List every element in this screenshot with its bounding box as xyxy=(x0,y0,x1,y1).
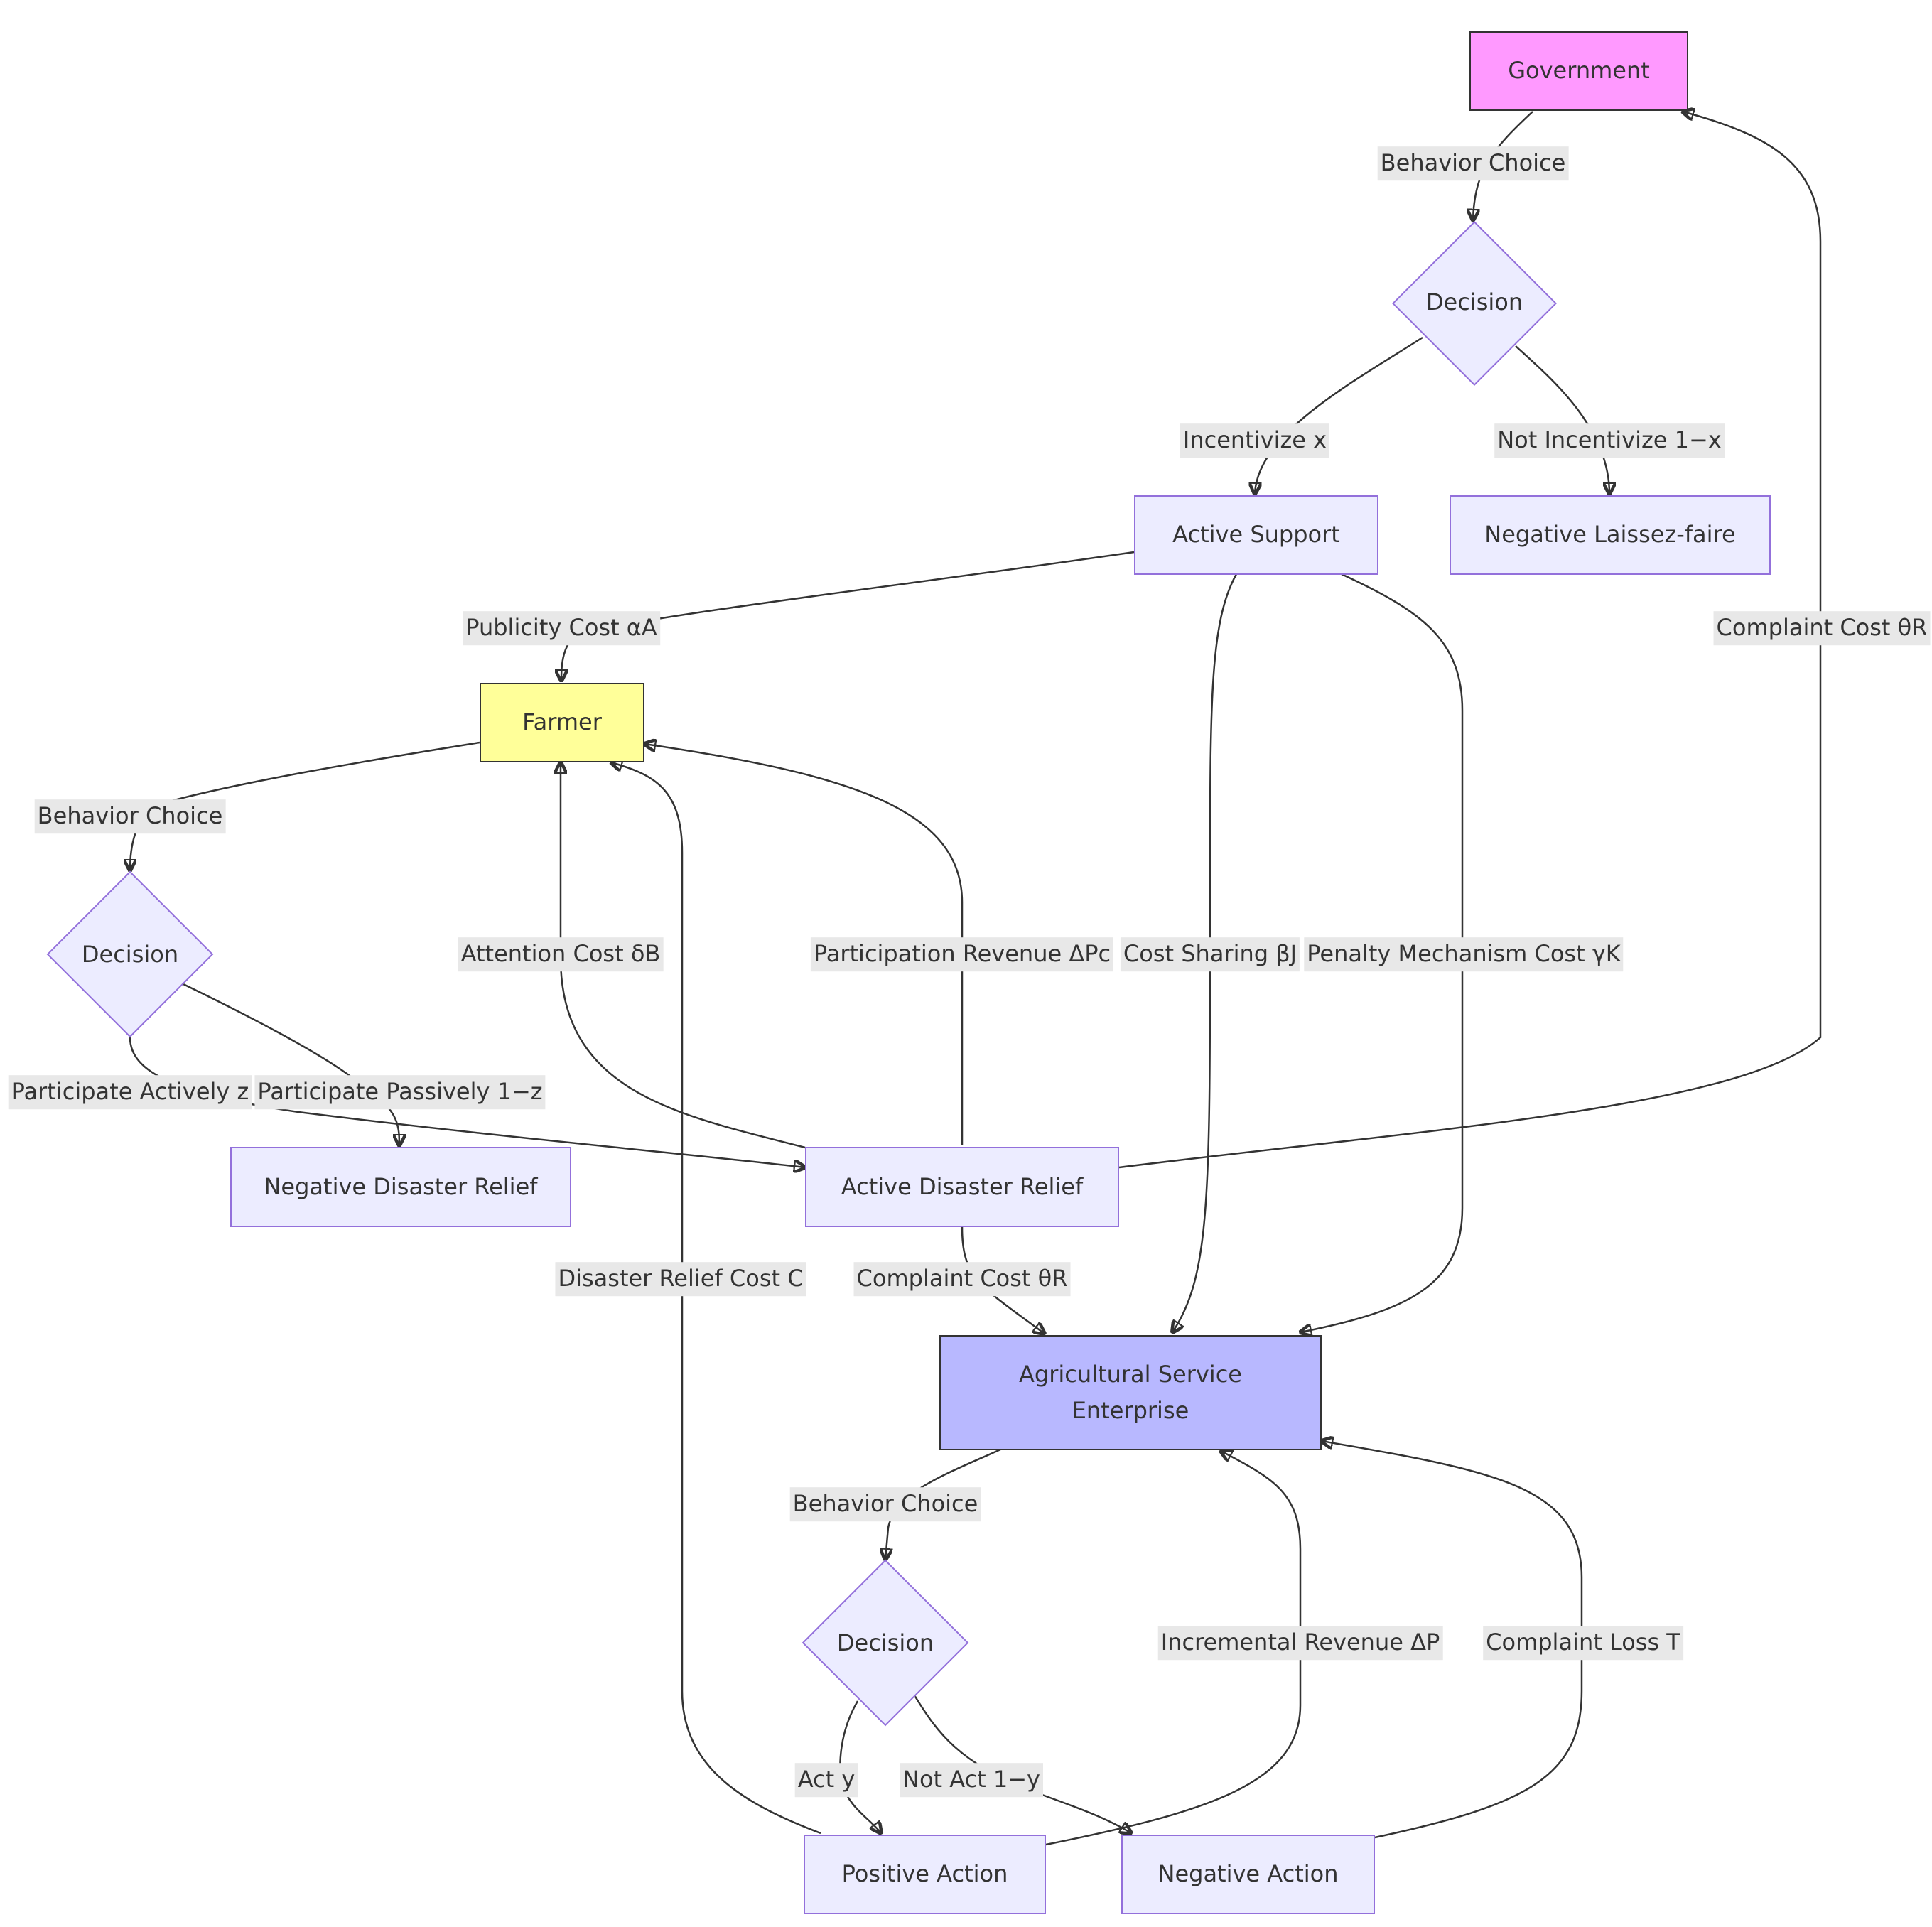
edge-participate-actively xyxy=(129,1037,805,1167)
edge-label-complaint-loss: Complaint Loss T xyxy=(1483,1626,1683,1660)
edge-complaint-loss xyxy=(1322,1441,1583,1839)
active-disaster-relief-node: Active Disaster Relief xyxy=(805,1147,1119,1227)
negative-laissez-faire-node: Negative Laissez-faire xyxy=(1450,495,1771,575)
government-node: Government xyxy=(1469,31,1688,111)
edge-label-enterprise-behavior-choice: Behavior Choice xyxy=(789,1487,981,1521)
enterprise-label-line1: Agricultural Service xyxy=(1019,1360,1242,1388)
negative-laissez-faire-label: Negative Laissez-faire xyxy=(1484,521,1736,549)
edge-label-participate-passively: Participate Passively 1−z xyxy=(254,1075,546,1109)
farmer-node: Farmer xyxy=(480,683,644,762)
edge-label-complaint-cost-enterprise: Complaint Cost θR xyxy=(853,1262,1071,1296)
edge-participation-revenue xyxy=(644,744,964,1145)
agricultural-service-enterprise-node: Agricultural Service Enterprise xyxy=(939,1335,1322,1450)
edge-label-cost-sharing: Cost Sharing βJ xyxy=(1120,937,1300,971)
government-label: Government xyxy=(1508,57,1650,85)
negative-disaster-relief-label: Negative Disaster Relief xyxy=(264,1172,538,1200)
edge-label-incentivize: Incentivize x xyxy=(1180,423,1330,458)
government-decision-label: Decision xyxy=(1425,288,1523,315)
edge-penalty xyxy=(1300,573,1464,1332)
edge-incremental-revenue xyxy=(1045,1451,1302,1846)
edge-incentivize xyxy=(1255,336,1423,494)
edge-label-participate-actively: Participate Actively z xyxy=(8,1075,252,1109)
edge-label-disaster-relief-cost: Disaster Relief Cost C xyxy=(555,1262,806,1296)
enterprise-decision-label: Decision xyxy=(836,1629,934,1656)
enterprise-label-line2: Enterprise xyxy=(1072,1397,1189,1424)
active-disaster-relief-label: Active Disaster Relief xyxy=(841,1172,1084,1200)
edge-label-attention-cost: Attention Cost δB xyxy=(458,937,664,971)
positive-action-node: Positive Action xyxy=(804,1835,1046,1914)
edge-label-penalty-mechanism: Penalty Mechanism Cost γK xyxy=(1304,937,1624,971)
edge-label-not-act: Not Act 1−y xyxy=(900,1763,1043,1797)
edge-label-not-incentivize: Not Incentivize 1−x xyxy=(1494,423,1725,458)
farmer-decision-label: Decision xyxy=(81,941,179,968)
negative-action-node: Negative Action xyxy=(1121,1835,1375,1914)
farmer-label: Farmer xyxy=(522,708,602,736)
edge-complaint-cost-gov xyxy=(1118,112,1822,1169)
edge-participate-passively xyxy=(183,983,399,1145)
edge-label-act: Act y xyxy=(794,1763,858,1797)
edge-publicity-cost xyxy=(561,551,1135,681)
edge-label-participation-revenue: Participation Revenue ΔPc xyxy=(810,937,1114,971)
edge-not-incentivize xyxy=(1515,345,1609,494)
edge-label-complaint-cost-government: Complaint Cost θR xyxy=(1713,611,1931,645)
edge-label-farmer-behavior-choice: Behavior Choice xyxy=(34,799,226,833)
positive-action-label: Positive Action xyxy=(841,1860,1008,1888)
edge-label-incremental-revenue: Incremental Revenue ΔP xyxy=(1157,1626,1443,1660)
active-support-node: Active Support xyxy=(1134,495,1378,575)
edge-attention-cost xyxy=(561,762,806,1149)
edge-label-publicity-cost: Publicity Cost αA xyxy=(463,611,660,645)
active-support-label: Active Support xyxy=(1172,521,1340,549)
negative-disaster-relief-node: Negative Disaster Relief xyxy=(230,1147,571,1227)
edge-farmer-behavior xyxy=(130,741,480,870)
negative-action-label: Negative Action xyxy=(1157,1860,1339,1888)
edge-label-gov-behavior-choice: Behavior Choice xyxy=(1377,146,1569,180)
edge-disaster-relief-cost xyxy=(611,762,821,1835)
